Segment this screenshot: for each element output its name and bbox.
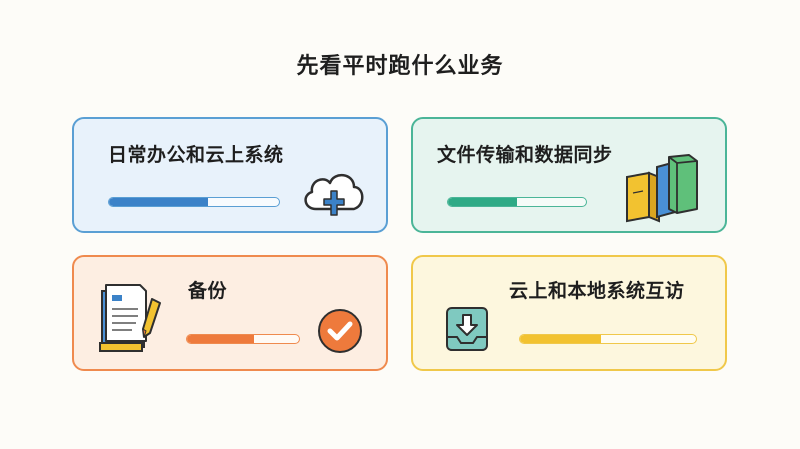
check-circle-icon bbox=[318, 309, 362, 353]
card-file-transfer: 文件传输和数据同步 bbox=[411, 117, 727, 233]
card-backup: 备份 bbox=[72, 255, 388, 371]
document-pencil-icon bbox=[99, 284, 161, 352]
card-label: 备份 bbox=[188, 280, 228, 302]
progress-fill bbox=[109, 198, 208, 206]
card-label: 云上和本地系统互访 bbox=[509, 280, 685, 302]
progress-fill bbox=[520, 335, 601, 343]
card-office-cloud: 日常办公和云上系统 bbox=[72, 117, 388, 233]
cloud-upload-icon bbox=[304, 174, 364, 216]
card-label: 文件传输和数据同步 bbox=[437, 144, 613, 166]
page-title: 先看平时跑什么业务 bbox=[296, 54, 504, 79]
download-tray-icon bbox=[446, 307, 488, 351]
card-label: 日常办公和云上系统 bbox=[108, 144, 284, 166]
progress-bar bbox=[108, 197, 280, 207]
progress-bar bbox=[519, 334, 697, 344]
progress-bar bbox=[186, 334, 300, 344]
card-cloud-local-interop: 云上和本地系统互访 bbox=[411, 255, 727, 371]
progress-fill bbox=[187, 335, 255, 343]
folders-icon bbox=[626, 154, 698, 223]
progress-bar bbox=[447, 197, 587, 207]
progress-fill bbox=[448, 198, 517, 206]
